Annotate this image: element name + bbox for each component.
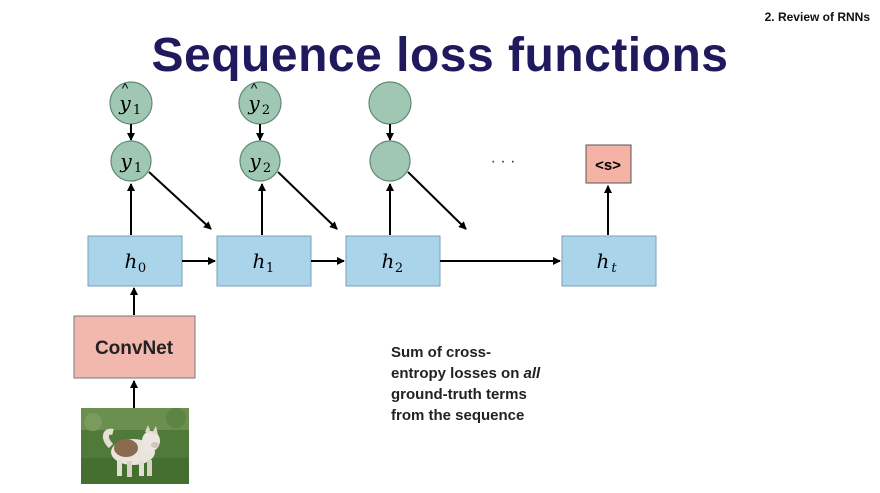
hidden-state-h0: [87, 235, 183, 287]
output-node-3: [369, 140, 411, 182]
hidden-state-h1-sub: 1: [266, 261, 274, 276]
section-tag: 2. Review of RNNs: [764, 10, 870, 24]
slide-title: Sequence loss functions: [151, 29, 729, 82]
arrow-output3-next: [407, 171, 467, 230]
arrow-output2-h2: [277, 171, 338, 230]
target-node-y1-hat-sub: 1: [133, 103, 141, 118]
hidden-state-h2-label: h: [382, 249, 395, 273]
convnet-label: ConvNet: [95, 338, 174, 359]
hidden-state-h0-sub: 0: [138, 261, 146, 276]
caption-line-2: entropy losses on all: [391, 363, 621, 384]
hidden-state-ht-label: h: [597, 249, 610, 273]
hidden-state-h2-sub: 2: [395, 261, 403, 276]
output-node-y1-sub: 1: [134, 161, 142, 176]
hidden-state-h0-label: h: [125, 249, 138, 273]
target-node-y1-hat: [109, 81, 153, 125]
output-node-y1-label: y: [119, 149, 132, 173]
dog-photo: [81, 408, 189, 484]
output-node-y1: [110, 140, 152, 182]
end-token-box: [585, 144, 632, 184]
caption-line-2-text: entropy losses on: [391, 365, 524, 382]
input-image: [81, 408, 189, 484]
target-node-3: [368, 81, 412, 125]
target-node-y1-hat-label: y: [118, 91, 131, 115]
ellipsis: · · ·: [491, 153, 516, 170]
output-node-y2-label: y: [248, 149, 261, 173]
hidden-state-h1-label: h: [253, 249, 266, 273]
target-node-y2-hat-label: y: [247, 91, 260, 115]
target-node-y2-hat-sub: 2: [262, 103, 270, 118]
convnet-box: [73, 315, 196, 379]
hidden-state-ht-sub: t: [611, 261, 617, 276]
arrow-output1-h1: [148, 171, 212, 230]
caption-line-4: from the sequence: [391, 407, 525, 424]
hidden-state-h2: [345, 235, 441, 287]
target-node-y2-hat: [238, 81, 282, 125]
end-token-label: <s>: [595, 157, 621, 174]
caption-line-1: Sum of cross-: [391, 344, 492, 361]
target-node-y1-hat-mark: ^: [122, 80, 129, 96]
caption-line-3: ground-truth terms: [391, 386, 527, 403]
caption-emphasis: all: [523, 365, 541, 382]
output-node-y2: [239, 140, 281, 182]
hidden-state-h1: [216, 235, 312, 287]
hidden-state-ht: [561, 235, 657, 287]
target-node-y2-hat-mark: ^: [251, 80, 258, 96]
output-node-y2-sub: 2: [263, 161, 271, 176]
caption: Sum of cross- entropy losses on all grou…: [391, 342, 621, 426]
